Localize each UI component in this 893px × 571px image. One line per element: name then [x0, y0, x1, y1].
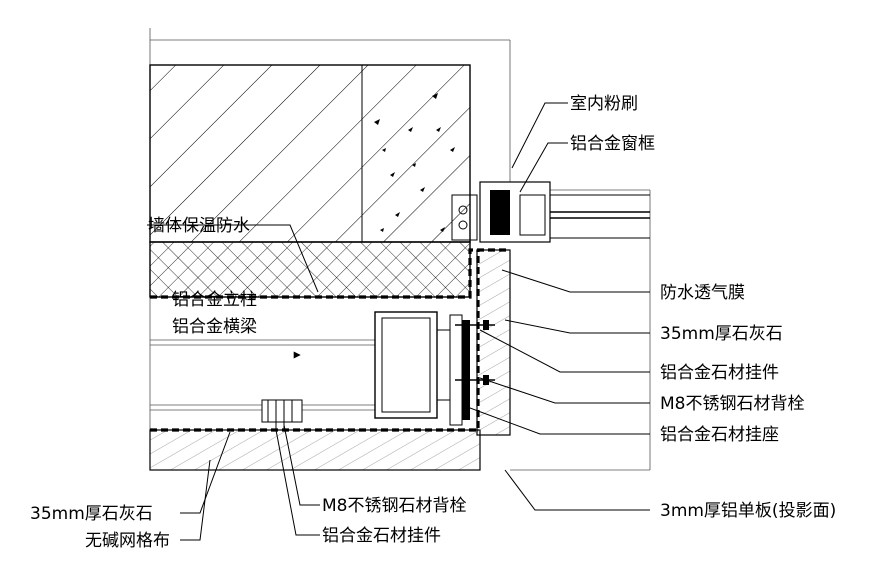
- label-limestone-bottom: 35mm厚石灰石: [30, 504, 153, 524]
- label-m8-anchor-bottom: M8不锈钢石材背栓: [322, 496, 466, 516]
- label-wall-insulation-waterproof: 墙体保温防水: [148, 216, 250, 236]
- waterproof-membrane: [150, 248, 510, 432]
- stone-hanger-bottom: [261, 399, 303, 430]
- insulation-layer: [149, 241, 481, 471]
- aluminum-mullion: [374, 311, 455, 419]
- label-stone-hanger-bottom: 铝合金石材挂件: [322, 526, 441, 546]
- label-aluminum-transom: 铝合金横梁: [172, 317, 257, 337]
- label-stone-seat: 铝合金石材挂座: [660, 425, 779, 445]
- label-alkali-free-mesh: 无碱网格布: [85, 531, 170, 551]
- concrete-wall: [149, 64, 471, 243]
- label-aluminum-window-frame: 铝合金窗框: [570, 134, 655, 154]
- stone-hanger-bolts: [449, 314, 495, 426]
- aluminum-window-frame: [451, 181, 650, 243]
- leader-lines: [147, 102, 650, 541]
- label-aluminum-panel: 3mm厚铝单板(投影面): [660, 501, 836, 521]
- label-limestone-right: 35mm厚石灰石: [660, 324, 783, 344]
- label-stone-hanger-right: 铝合金石材挂件: [660, 363, 779, 383]
- label-interior-plaster: 室内粉刷: [570, 94, 638, 114]
- label-waterproof-membrane: 防水透气膜: [660, 283, 745, 303]
- label-aluminum-mullion: 铝合金立柱: [172, 290, 257, 310]
- limestone-panel-right: [476, 249, 511, 436]
- label-m8-anchor-right: M8不锈钢石材背栓: [660, 394, 804, 414]
